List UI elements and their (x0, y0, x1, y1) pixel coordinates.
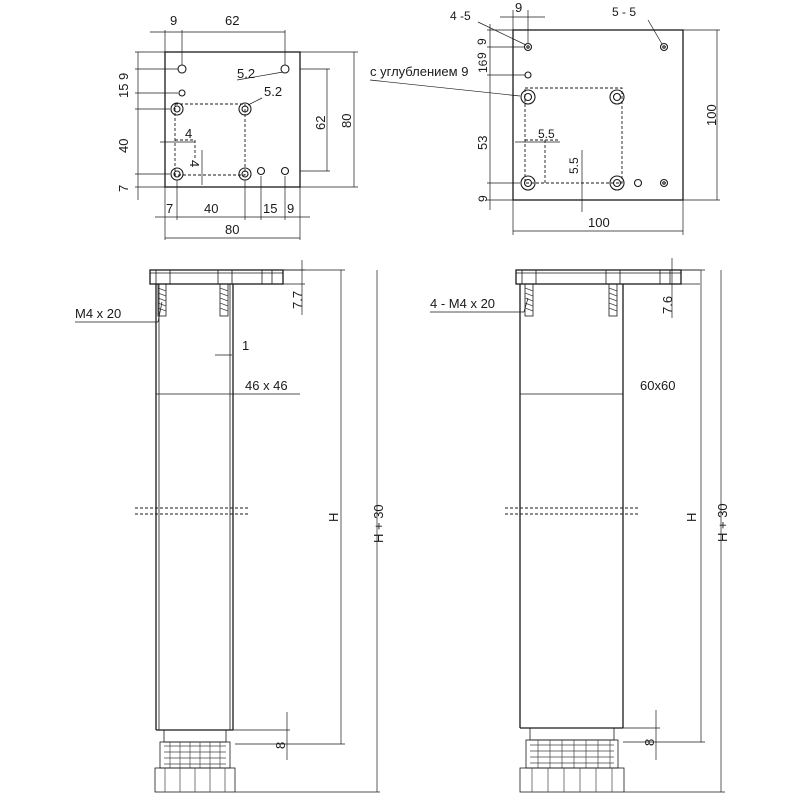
dim-5-2-a: 5.2 (237, 66, 255, 81)
dim-4-a: 4 (185, 126, 192, 141)
dim-16: 16 (476, 59, 490, 73)
hole-large (520, 89, 536, 105)
plate-outline-80 (164, 51, 301, 188)
dim-15-left: 15 (116, 84, 131, 98)
dim-4-5: 4 -5 (450, 9, 471, 23)
plate-outline-100 (512, 29, 684, 201)
hole-small (659, 178, 669, 188)
hole-small (280, 166, 290, 176)
hole-small (178, 89, 186, 97)
hole-small (659, 42, 669, 52)
dim-62-right: 62 (313, 116, 328, 130)
leg-60: 4 - M4 x 20 7.6 60x60 H H + 30 8 (430, 258, 730, 793)
plate-plan-100: 9 4 -5 5 - 5 9 9 16 с углублением 9 53 9… (369, 0, 720, 235)
hole-large (170, 167, 184, 181)
dim-1: 1 (242, 338, 249, 353)
hole-small (177, 64, 187, 74)
dim-80-bottom: 80 (225, 222, 239, 237)
hole-large-inner (612, 92, 622, 102)
inner-dashed-square (174, 103, 246, 176)
screw (157, 283, 167, 317)
screw (524, 283, 534, 317)
dim-h: H (684, 513, 699, 522)
plate-plan-80: 9 62 5.2 5.2 9 15 40 7 4 4 62 80 (116, 13, 358, 240)
section-60: 60x60 (640, 378, 675, 393)
dim-8: 8 (642, 739, 657, 746)
hole-large (170, 102, 184, 116)
dim-5-5-h: 5.5 (538, 127, 555, 141)
hole-large (520, 175, 536, 191)
hole-small (633, 178, 643, 188)
hole-large (609, 89, 625, 105)
leg-top-plate (149, 269, 284, 285)
dim-h-30: H + 30 (371, 504, 386, 543)
hole-large-inner (523, 92, 533, 102)
dim-7-6: 7.6 (660, 296, 675, 314)
hole-center (662, 45, 666, 49)
dim-4-b: 4 (187, 160, 202, 167)
dim-9-left: 9 (116, 73, 131, 80)
dim-8: 8 (273, 742, 288, 749)
inner-dashed-square (524, 87, 623, 184)
hole-small (256, 166, 266, 176)
dim-40-left: 40 (116, 139, 131, 153)
dim-9-c: 9 (476, 195, 490, 202)
dim-100-right: 100 (704, 104, 719, 126)
dim-40-bottom: 40 (204, 201, 218, 216)
dim-62-top: 62 (225, 13, 239, 28)
dim-15-bottom: 15 (263, 201, 277, 216)
dim-53: 53 (475, 136, 490, 150)
dim-h: H (326, 513, 341, 522)
dim-9-b: 9 (475, 52, 489, 59)
hole-large (238, 102, 252, 116)
dim-9-bottom: 9 (287, 201, 294, 216)
hole-large-inner (173, 170, 181, 178)
dim-5-5: 5 - 5 (612, 5, 636, 19)
hole-small (524, 71, 532, 79)
dim-7-bottom: 7 (166, 201, 173, 216)
recess-label: с углублением 9 (370, 64, 468, 79)
dim-9-top: 9 (515, 0, 522, 15)
dim-5-2-b: 5.2 (264, 84, 282, 99)
dim-100-bottom: 100 (588, 215, 610, 230)
leg-46: M4 x 20 7.7 1 46 x 46 H H + 30 8 (75, 260, 386, 793)
hole-large-inner (523, 178, 533, 188)
hole-center (526, 45, 530, 49)
leg-top-plate (515, 269, 682, 285)
screw-label: 4 - M4 x 20 (430, 296, 495, 311)
dim-80-right: 80 (339, 114, 354, 128)
hole-large-inner (173, 105, 181, 113)
screw (219, 283, 229, 317)
dim-9-top: 9 (170, 13, 177, 28)
dim-5-5-v: 5.5 (567, 157, 581, 174)
section-46: 46 x 46 (245, 378, 288, 393)
hole-large-inner (241, 105, 249, 113)
screw (608, 283, 618, 317)
screw-label: M4 x 20 (75, 306, 121, 321)
dim-7-left: 7 (116, 185, 131, 192)
hole-large (609, 175, 625, 191)
hole-large-inner (612, 178, 622, 188)
hole-large-inner (241, 170, 249, 178)
hole-center (662, 181, 666, 185)
dim-h-30: H + 30 (715, 503, 730, 542)
dim-7-7: 7.7 (290, 291, 305, 309)
dim-9-a: 9 (475, 38, 489, 45)
